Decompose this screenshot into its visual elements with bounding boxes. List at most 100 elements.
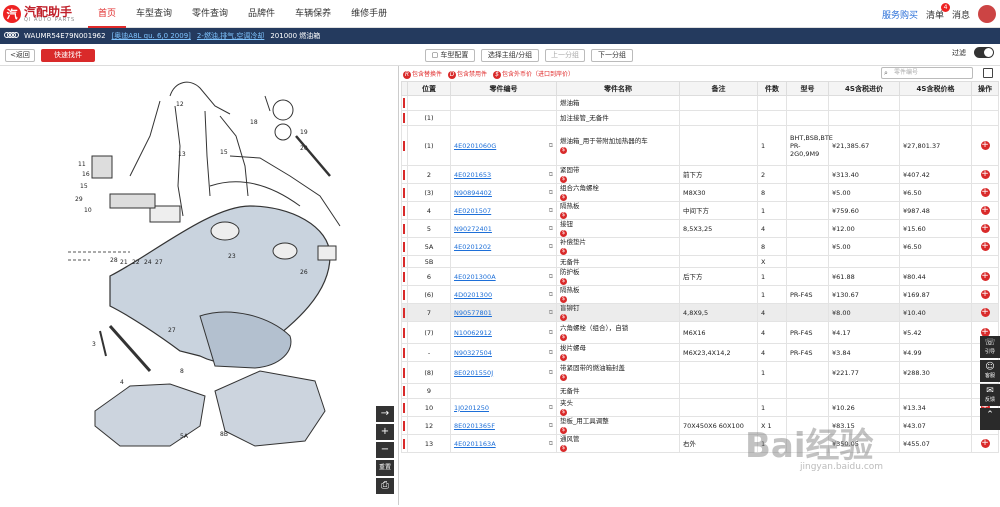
part-number-link[interactable]: N10062912 [454,328,492,337]
service-tool[interactable]: ☺客服 [980,360,1000,382]
back-button[interactable]: <返回 [5,49,35,62]
col-qty[interactable]: 件数 [757,81,787,96]
add-to-list-icon[interactable]: + [980,327,990,337]
copy-icon[interactable]: ⧉ [548,141,553,149]
copy-icon[interactable]: ⧉ [548,421,553,429]
copy-icon[interactable]: ⧉ [548,272,553,280]
currency-icon[interactable]: $ [560,248,567,255]
add-to-list-icon[interactable]: + [980,307,990,317]
currency-icon[interactable]: $ [560,147,567,154]
cell-part-number[interactable]: 8E0201365F ⧉ [450,416,557,435]
filter-toggle[interactable] [974,47,994,58]
col-position[interactable]: 位置 [407,81,451,96]
part-number-link[interactable]: 4E0201300A [454,272,496,281]
cell-part-number[interactable]: 4D0201300 ⧉ [450,285,557,304]
part-number-link[interactable]: 4E0201653 [454,170,492,179]
part-number-link[interactable]: 4E0201060G [454,141,497,150]
copy-icon[interactable]: ⧉ [548,308,553,316]
currency-icon[interactable]: $ [560,176,567,183]
currency-icon[interactable]: $ [560,409,567,416]
add-to-list-icon[interactable]: + [980,140,990,150]
cell-part-number[interactable]: 4E0201202⧉ [450,237,557,256]
col-price[interactable]: 4S含税价格 [899,81,972,96]
part-number-link[interactable]: N90894402 [454,188,492,197]
nav-brand-parts[interactable]: 品牌件 [248,9,276,19]
cell-part-number[interactable]: 4E0201653 ⧉ [450,165,557,184]
cell-part-number[interactable]: 4E0201300A ⧉ [450,267,557,286]
copy-icon[interactable]: ⧉ [548,290,553,298]
table-search-input[interactable]: 零件编号 [881,67,973,79]
zoom-in-icon[interactable]: + [376,424,394,440]
part-number-link[interactable]: N90327504 [454,348,492,357]
arrow-right-icon[interactable]: → [376,406,394,422]
add-to-list-icon[interactable]: + [980,223,990,233]
add-to-list-icon[interactable]: + [980,289,990,299]
copy-icon[interactable]: ⧉ [548,368,553,376]
copy-icon[interactable]: ⧉ [548,206,553,214]
currency-icon[interactable]: $ [560,334,567,341]
cell-part-number[interactable]: N10062912 ⧉ [450,321,557,344]
panel-divider[interactable] [398,66,399,505]
add-to-list-icon[interactable]: + [980,402,990,412]
copy-icon[interactable]: ⧉ [548,170,553,178]
table-row[interactable]: 燃油箱 [401,95,999,111]
currency-icon[interactable]: $ [560,354,567,361]
col-model[interactable]: 型号 [786,81,829,96]
copy-icon[interactable]: ⧉ [548,188,553,196]
currency-icon[interactable]: $ [560,374,567,381]
col-note[interactable]: 备注 [679,81,758,96]
brand-logo[interactable]: 汽 汽配助手 QI AUTO PARTS [3,4,75,24]
add-to-list-icon[interactable]: + [980,438,990,448]
add-to-list-icon[interactable]: + [980,187,990,197]
add-to-list-icon[interactable]: + [980,205,990,215]
nav-home[interactable]: 首页 [88,0,127,28]
col-cost[interactable]: 4S含税进价 [828,81,900,96]
vehicle-config-button[interactable]: ▢ 车型配置 [425,49,475,62]
currency-icon[interactable]: $ [560,230,567,237]
scroll-top-tool[interactable]: ⌃ [980,408,1000,430]
copy-icon[interactable]: ⧉ [548,439,553,447]
nav-part-query[interactable]: 零件查询 [192,9,229,19]
col-part-number[interactable]: 零件编号 [450,81,557,96]
part-number-link[interactable]: 4D0201300 [454,290,493,299]
part-number-link[interactable]: N90272401 [454,224,492,233]
nav-repair-manual[interactable]: 维修手册 [351,9,388,19]
zoom-out-icon[interactable]: − [376,442,394,458]
print-table-icon[interactable] [983,68,993,78]
currency-icon[interactable]: $ [560,212,567,219]
cell-part-number[interactable]: 4E0201060G ⧉ [450,125,557,166]
copy-icon[interactable]: ⧉ [548,403,553,411]
cell-part-number[interactable]: 4E0201163A ⧉ [450,434,557,453]
copy-icon[interactable]: ⧉ [548,328,553,336]
currency-icon[interactable]: $ [560,194,567,201]
copy-icon[interactable]: ⧉ [548,242,553,250]
next-group-button[interactable]: 下一分组 [591,49,633,62]
guide-tool[interactable]: ☏引导 [980,336,1000,358]
part-number-link[interactable]: 8E0201365F [454,421,495,430]
message-link[interactable]: 消息 [951,10,970,21]
nav-maintenance[interactable]: 车辆保养 [295,9,332,19]
feedback-tool[interactable]: ✉反馈 [980,384,1000,406]
part-number-link[interactable]: 4E0201163A [454,439,496,448]
add-to-list-icon[interactable]: + [980,169,990,179]
table-row[interactable]: (8)8E0201550J⧉带紧固带的燃油箱封盖$1¥221.77¥288.30… [401,361,999,384]
nav-vehicle-query[interactable]: 车型查询 [136,9,173,19]
service-buy-link[interactable]: 服务购买 [881,10,918,21]
cell-part-number[interactable]: N90577801⧉ [450,303,557,322]
col-part-name[interactable]: 零件名称 [556,81,680,96]
print-icon[interactable]: ⎙ [376,478,394,494]
add-to-list-icon[interactable]: + [980,241,990,251]
select-group-button[interactable]: 选择主组/分组 [481,49,539,62]
currency-icon[interactable]: $ [560,314,567,321]
cell-part-number[interactable]: 1J0201250⧉ [450,398,557,417]
currency-icon[interactable]: $ [560,296,567,303]
